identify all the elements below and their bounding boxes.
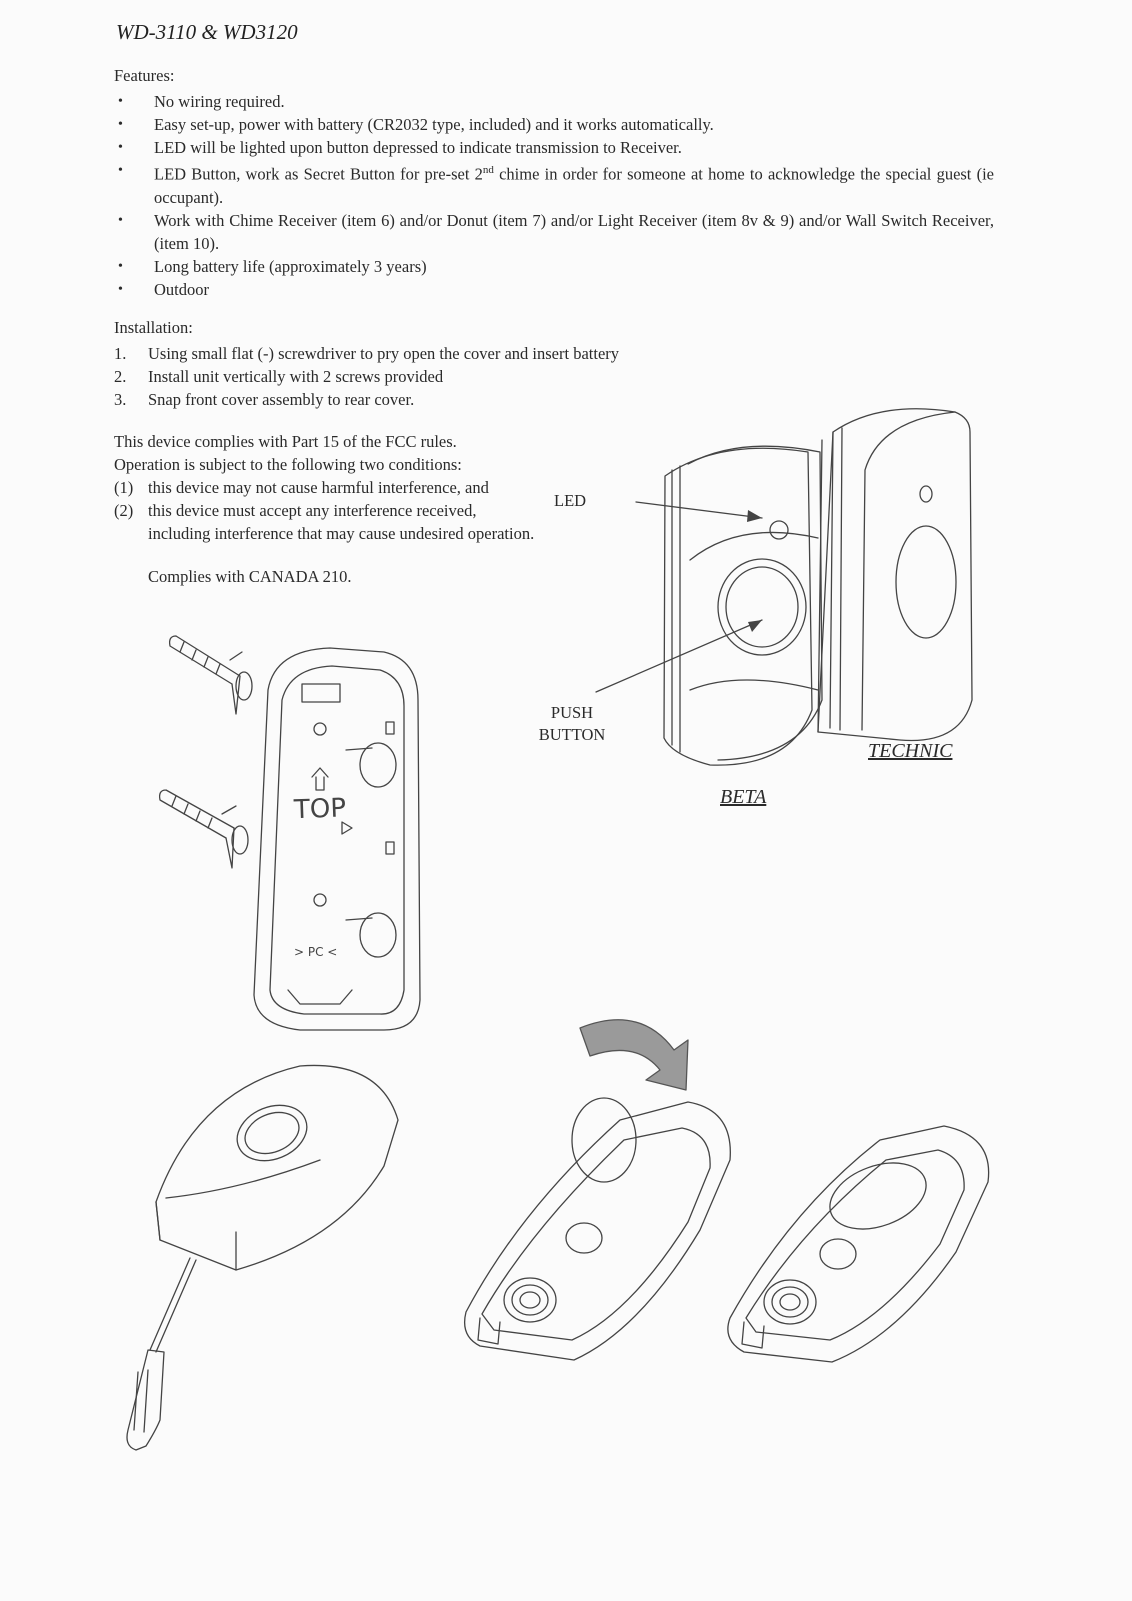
feature-item: •Long battery life (approximately 3 year…	[118, 256, 427, 276]
push-leader-line	[595, 619, 763, 693]
page-title: WD-3110 & WD3120	[116, 20, 298, 44]
rear-cover-pc-text: > PC <	[294, 945, 337, 959]
feature-item: •Easy set-up, power with battery (CR2032…	[118, 115, 714, 134]
screwdriver-icon	[126, 1257, 197, 1451]
rotate-arrow-icon	[579, 1019, 689, 1091]
rear-cover-illustration	[253, 647, 421, 1031]
bullet: •	[118, 117, 123, 132]
push-button-label: PUSH BUTTON	[538, 703, 606, 744]
feature-item: •LED will be lighted upon button depress…	[118, 138, 682, 157]
installation-steps: 1.Using small flat (-) screwdriver to pr…	[114, 342, 619, 411]
bullet: •	[118, 258, 123, 274]
canada-compliance: Complies with CANADA 210.	[148, 567, 352, 586]
feature-item: •No wiring required.	[118, 92, 285, 111]
bullet: •	[118, 140, 123, 155]
features-heading: Features:	[114, 66, 175, 85]
led-label: LED	[554, 491, 587, 510]
technic-unit-illustration	[817, 408, 973, 742]
open-unit-installed-illustration	[727, 1125, 990, 1363]
fcc-statement: This device complies with Part 15 of the…	[114, 430, 634, 588]
rear-cover-top-text: TOP	[292, 793, 346, 825]
wall-anchor-top	[168, 635, 253, 715]
feature-item: •LED Button, work as Secret Button for p…	[114, 159, 994, 209]
fcc-line: This device complies with Part 15 of the…	[114, 432, 457, 451]
fcc-condition-cont: including interference that may cause un…	[148, 524, 535, 543]
feature-item: •Outdoor	[118, 279, 209, 299]
beta-unit-illustration	[663, 445, 823, 766]
open-unit-battery-illustration	[463, 1097, 731, 1361]
fcc-condition: (2)this device must accept any interfere…	[114, 501, 477, 520]
install-step: 1.Using small flat (-) screwdriver to pr…	[114, 344, 620, 363]
installation-heading: Installation:	[114, 318, 193, 337]
wall-anchor-bottom	[158, 789, 249, 869]
beta-model-label: BETA	[720, 786, 767, 808]
fcc-line: Operation is subject to the following tw…	[114, 455, 462, 474]
bullet: •	[118, 212, 123, 228]
fcc-condition: (1)this device may not cause harmful int…	[114, 478, 489, 497]
led-leader-line	[635, 501, 763, 519]
bullet: •	[118, 281, 123, 297]
feature-item: •Work with Chime Receiver (item 6) and/o…	[118, 210, 994, 253]
bullet: •	[118, 163, 123, 178]
bullet: •	[118, 94, 123, 109]
install-step: 2.Install unit vertically with 2 screws …	[114, 367, 444, 386]
install-step: 3.Snap front cover assembly to rear cove…	[114, 390, 415, 409]
technic-model-label: TECHNIC	[868, 740, 953, 762]
closed-unit-illustration	[155, 1064, 399, 1271]
features-list: •No wiring required. •Easy set-up, power…	[114, 90, 994, 301]
